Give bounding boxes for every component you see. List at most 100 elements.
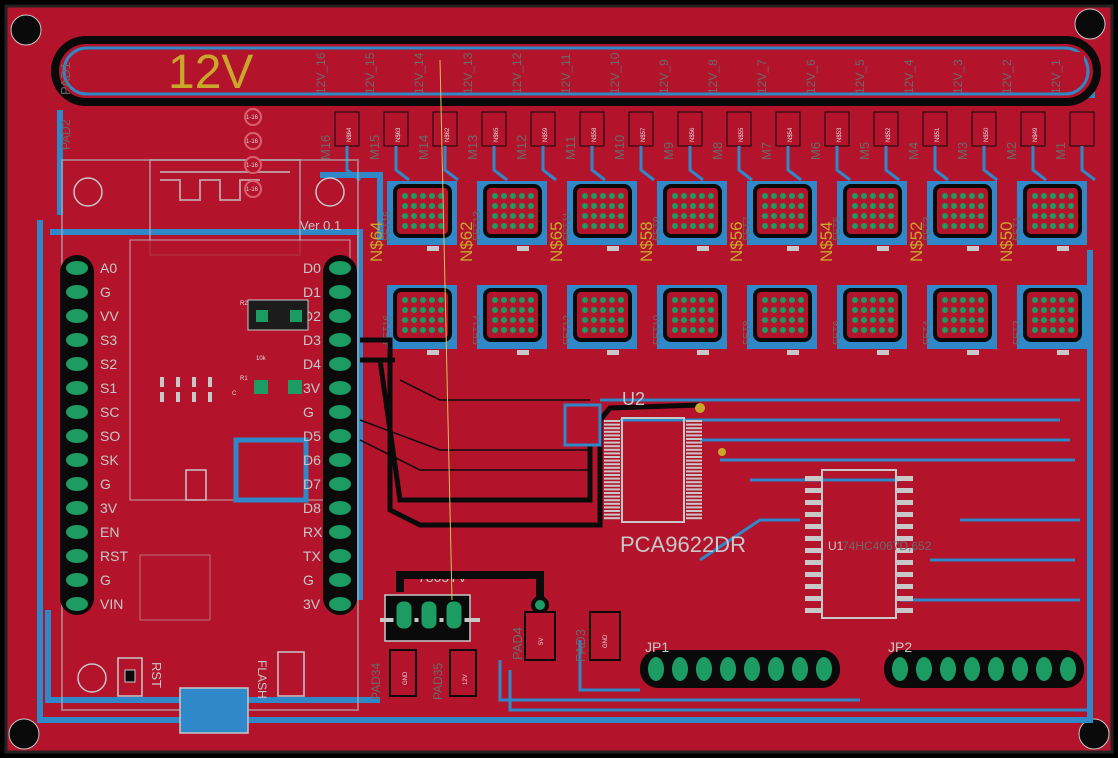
fet-via — [600, 317, 606, 323]
jp-pin — [718, 655, 738, 683]
header-pin — [327, 379, 353, 397]
fet-gate-pad — [427, 350, 439, 355]
fet-via — [789, 297, 795, 303]
fet-via — [501, 213, 507, 219]
chip-pin — [686, 499, 702, 502]
fet-via — [780, 297, 786, 303]
fet-via — [618, 223, 624, 229]
fet-body — [663, 184, 722, 238]
pin-label: D4 — [303, 356, 321, 372]
pin-label: A0 — [100, 260, 117, 276]
fet-via — [591, 327, 597, 333]
fet-via — [510, 307, 516, 313]
fet-via — [501, 297, 507, 303]
fet-via — [411, 203, 417, 209]
fet-via — [798, 307, 804, 313]
chip-pin — [897, 524, 913, 529]
motor-net-label: N$54 — [788, 127, 794, 142]
fet-gate-pad — [1057, 246, 1069, 251]
jp-pin — [1010, 655, 1030, 683]
fet-gate-pad — [607, 350, 619, 355]
jp-pin — [814, 655, 834, 683]
motor-pad — [677, 111, 703, 147]
header-pin — [64, 427, 90, 445]
chip-pin — [604, 423, 620, 426]
header-pin-label: 12V_9 — [657, 59, 671, 94]
chip-pin — [805, 584, 821, 589]
fet-via — [888, 317, 894, 323]
fet-via — [798, 203, 804, 209]
fet-via — [888, 193, 894, 199]
fet-via — [681, 297, 687, 303]
pin-label: G — [303, 572, 314, 588]
fet-body — [753, 288, 812, 342]
jp1-header — [640, 650, 840, 688]
chip-pin — [604, 513, 620, 516]
motor-label: M2 — [1004, 142, 1019, 160]
mounting-holes — [8, 8, 1110, 750]
fet-via — [492, 307, 498, 313]
net-label: N$56 — [727, 221, 746, 262]
fet-via — [771, 193, 777, 199]
header-pin — [64, 283, 90, 301]
jp-pin — [766, 655, 786, 683]
fet-via — [528, 193, 534, 199]
fet-via — [591, 213, 597, 219]
chip-pin — [686, 445, 702, 448]
fet-via — [942, 223, 948, 229]
fet-body — [843, 288, 902, 342]
fet-via — [1032, 213, 1038, 219]
net-label: N$50 — [997, 221, 1016, 262]
fet-via — [672, 317, 678, 323]
fet-via — [402, 297, 408, 303]
fet-via — [771, 307, 777, 313]
fet-via — [429, 213, 435, 219]
fet-via — [852, 297, 858, 303]
fet-via — [519, 203, 525, 209]
chip-pin — [686, 441, 702, 444]
jp-pin — [1034, 655, 1054, 683]
fet-via — [861, 193, 867, 199]
jp-pin — [1058, 655, 1078, 683]
fet-body — [933, 288, 992, 342]
fet-via — [861, 307, 867, 313]
chip-pin — [897, 476, 913, 481]
fet-via — [1041, 327, 1047, 333]
fet-via — [708, 297, 714, 303]
motor-net-label: N$56 — [690, 127, 696, 142]
fet-via — [519, 317, 525, 323]
fet-label: FET13 — [472, 211, 483, 241]
motor-net-label: N$52 — [886, 127, 892, 142]
fet-via — [582, 307, 588, 313]
fet-via — [591, 307, 597, 313]
fet-via — [690, 223, 696, 229]
fet-via — [420, 317, 426, 323]
fet-via — [978, 317, 984, 323]
fet-via — [699, 223, 705, 229]
fet-via — [879, 193, 885, 199]
motor-net-label: N$59 — [543, 127, 549, 142]
chip-pin — [686, 481, 702, 484]
fet-via — [411, 317, 417, 323]
motor-label: M5 — [857, 142, 872, 160]
fet-via — [1032, 223, 1038, 229]
header-pin-label: 12V_16 — [314, 52, 328, 94]
fet-via — [762, 223, 768, 229]
fet-label: FET16 — [382, 315, 393, 345]
fet-via — [681, 193, 687, 199]
jp-pin — [694, 655, 714, 683]
fet-via — [528, 223, 534, 229]
chip-pin — [604, 499, 620, 502]
chip-pin — [686, 456, 702, 458]
header-pin — [327, 307, 353, 325]
mounting-hole — [10, 14, 42, 46]
fet-body — [393, 288, 452, 342]
fet-via — [591, 223, 597, 229]
header-pad — [872, 52, 888, 82]
chip-pin — [604, 456, 620, 458]
chip-pin — [686, 448, 702, 451]
fet-via — [510, 297, 516, 303]
pin-label: SK — [100, 452, 119, 468]
header-pad — [382, 52, 398, 82]
